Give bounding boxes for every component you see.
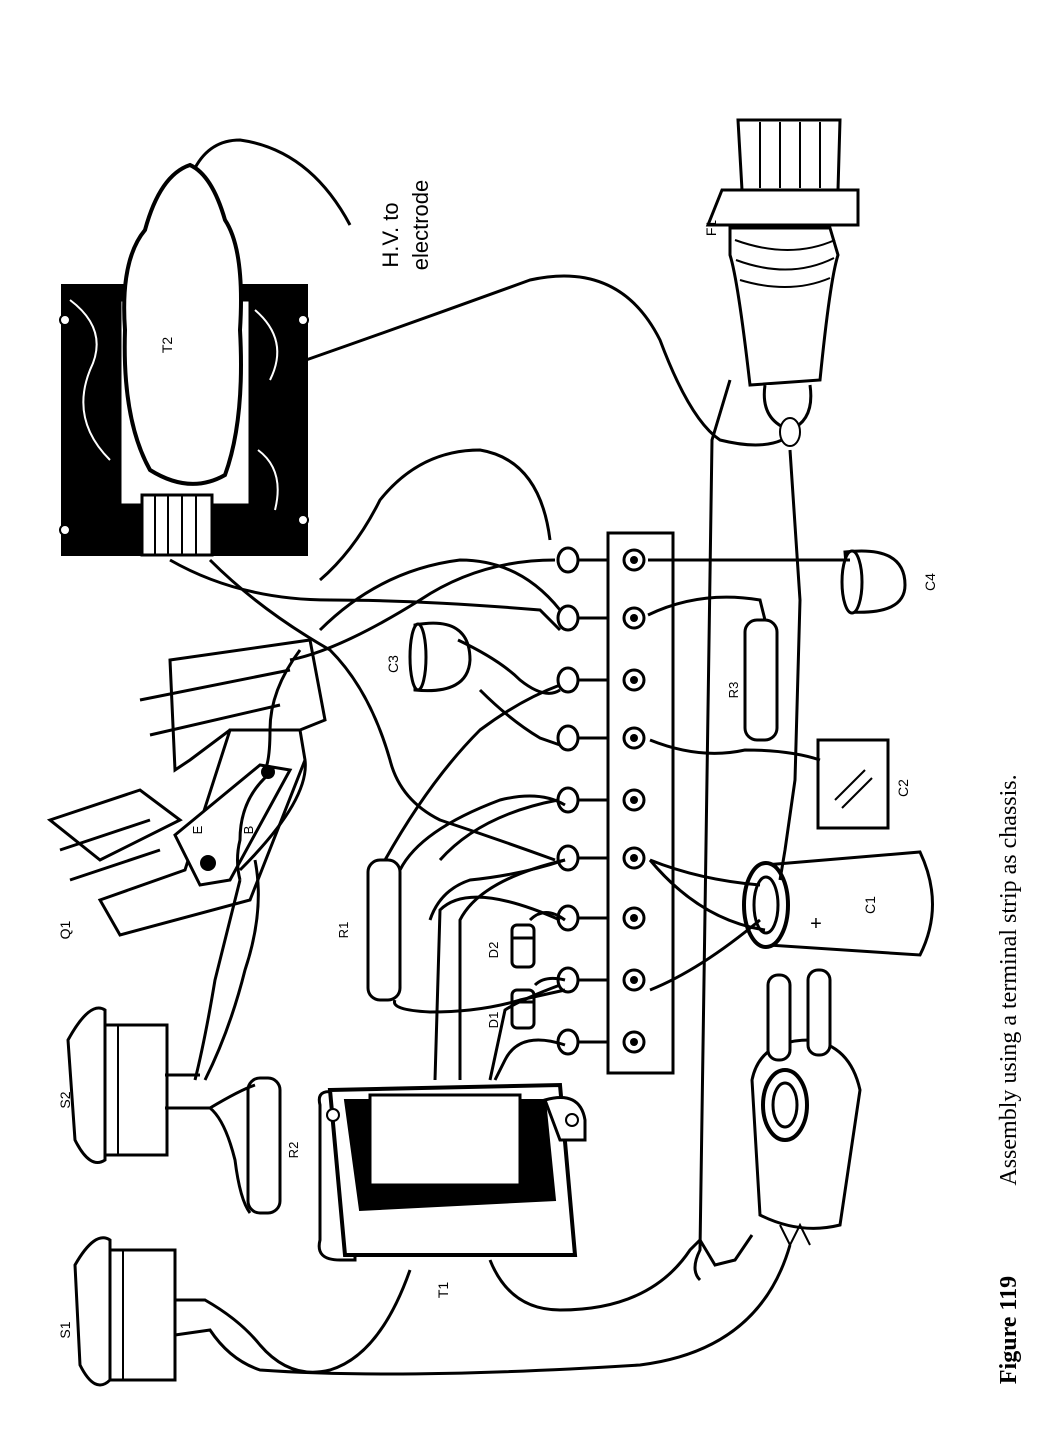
- label-electrode: electrode: [408, 180, 433, 271]
- label-d2: D2: [486, 942, 501, 959]
- capacitor-c4: C4: [840, 549, 938, 615]
- terminal-lug: [622, 906, 646, 930]
- label-hv-to: H.V. to: [378, 202, 403, 267]
- wiring: [165, 274, 850, 1376]
- terminal-lug: [622, 968, 646, 992]
- terminal-strip: [556, 531, 675, 1075]
- terminal-lug: [622, 1030, 646, 1054]
- terminal-lug: [622, 788, 646, 812]
- transformer-t2: T2: [59, 162, 309, 557]
- label-c1: C1: [862, 896, 878, 914]
- label-t1: T1: [435, 1282, 451, 1299]
- diode-d1: D1: [486, 988, 536, 1030]
- solder-tab: [556, 666, 608, 694]
- diode-d2: D2: [486, 923, 536, 969]
- solder-tab: [556, 904, 608, 932]
- solder-tab: [556, 966, 608, 994]
- figure-number: Figure 119: [996, 1276, 1022, 1384]
- hv-lead-wire: [193, 138, 352, 226]
- terminal-lug: [622, 726, 646, 750]
- terminal-lug: [622, 606, 646, 630]
- label-r1: R1: [336, 922, 351, 939]
- terminal-lug: [622, 846, 646, 870]
- label-c4: C4: [922, 573, 938, 591]
- label-e: E: [190, 825, 205, 834]
- ac-plug: [750, 968, 862, 1248]
- label-d1: D1: [486, 1012, 501, 1029]
- label-s1: S1: [57, 1321, 73, 1338]
- resistor-r2: R2: [246, 1076, 301, 1215]
- capacitor-c1: + C1: [742, 850, 934, 957]
- label-b: B: [241, 826, 256, 835]
- label-c1-plus: +: [810, 913, 822, 935]
- solder-tab: [556, 604, 608, 632]
- capacitor-c2: C2: [816, 738, 911, 830]
- solder-tab: [556, 546, 608, 574]
- switch-s2: S2: [57, 1006, 169, 1164]
- resistor-r1: R1: [336, 858, 402, 1002]
- label-t2: T2: [159, 337, 175, 354]
- solder-tab: [556, 724, 608, 752]
- transistor-q1: E B Q1: [46, 638, 327, 939]
- label-r3: R3: [726, 682, 741, 699]
- solder-tab: [556, 786, 608, 814]
- label-c3: C3: [385, 655, 401, 673]
- resistor-r3: R3: [726, 618, 779, 742]
- label-s2: S2: [57, 1091, 73, 1108]
- figure-caption: Figure 119 Assembly using a terminal str…: [996, 774, 1022, 1384]
- terminal-lug: [622, 548, 646, 572]
- label-r2: R2: [286, 1142, 301, 1159]
- solder-tab: [556, 844, 608, 872]
- solder-tab: [556, 1028, 608, 1056]
- label-c2: C2: [895, 779, 911, 797]
- label-f1: F1: [703, 220, 719, 237]
- transformer-t1: T1: [317, 1082, 587, 1299]
- fuse-holder-f1: F1: [703, 118, 860, 447]
- capacitor-c3: C3: [385, 621, 472, 693]
- switch-s1: S1: [57, 1236, 177, 1387]
- terminal-lug: [622, 668, 646, 692]
- label-q1: Q1: [57, 920, 73, 939]
- figure-caption-text: Assembly using a terminal strip as chass…: [996, 774, 1022, 1185]
